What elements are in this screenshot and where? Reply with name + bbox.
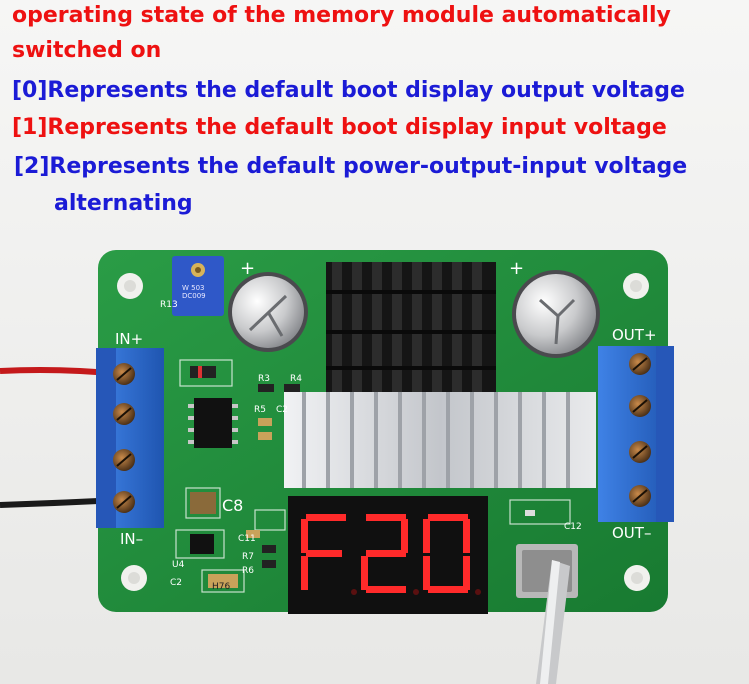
label-r6: R6 bbox=[242, 566, 254, 576]
label-r4: R4 bbox=[290, 374, 302, 384]
silver-heatsink bbox=[284, 392, 596, 488]
label-in-plus: IN+ bbox=[115, 330, 144, 348]
label-r5: R5 bbox=[254, 405, 266, 415]
label-c8: C8 bbox=[222, 496, 244, 515]
caption-line-1: operating state of the memory module aut… bbox=[12, 3, 671, 28]
label-c2-bottom: C2 bbox=[170, 578, 183, 588]
label-in-minus: IN– bbox=[120, 530, 144, 548]
seven-segment-display bbox=[288, 496, 488, 614]
label-r7: R7 bbox=[242, 552, 254, 562]
ic-chip bbox=[188, 398, 238, 448]
mounting-holes bbox=[117, 273, 650, 591]
output-terminal-block bbox=[598, 346, 674, 522]
caption-line-4: [1]Represents the default boot display i… bbox=[12, 115, 667, 140]
left-electrolytic-capacitor bbox=[228, 272, 308, 352]
caption-line-6: alternating bbox=[54, 191, 193, 216]
display-digit-1 bbox=[301, 514, 346, 590]
label-c12: C12 bbox=[564, 522, 582, 532]
label-u4: U4 bbox=[172, 560, 185, 570]
caption-line-5: [2]Represents the default power-output-i… bbox=[14, 154, 688, 179]
caption-line-3: [0]Represents the default boot display o… bbox=[12, 78, 685, 103]
smd-components bbox=[190, 366, 535, 588]
label-c11: C11 bbox=[238, 534, 256, 544]
display-digit-3 bbox=[423, 514, 470, 593]
potentiometer bbox=[172, 256, 224, 316]
label-r3: R3 bbox=[258, 374, 270, 384]
display-digit-2 bbox=[361, 514, 408, 593]
label-h76: H76 bbox=[212, 582, 231, 592]
label-c2-top: C2 bbox=[276, 405, 289, 415]
label-out-minus: OUT– bbox=[612, 524, 652, 542]
right-electrolytic-capacitor bbox=[512, 270, 600, 358]
input-terminal-block bbox=[96, 348, 164, 528]
label-r13: R13 bbox=[160, 300, 178, 310]
screwdriver-tip bbox=[536, 560, 570, 684]
label-out-plus: OUT+ bbox=[612, 326, 657, 344]
label-plus-left: + bbox=[240, 258, 256, 279]
potentiometer-marking: W 503 DC009 bbox=[182, 284, 206, 300]
black-heatsink bbox=[326, 262, 496, 394]
label-plus-right: + bbox=[509, 258, 525, 279]
caption-line-2: switched on bbox=[12, 38, 162, 63]
silkscreen-lines bbox=[175, 359, 571, 593]
